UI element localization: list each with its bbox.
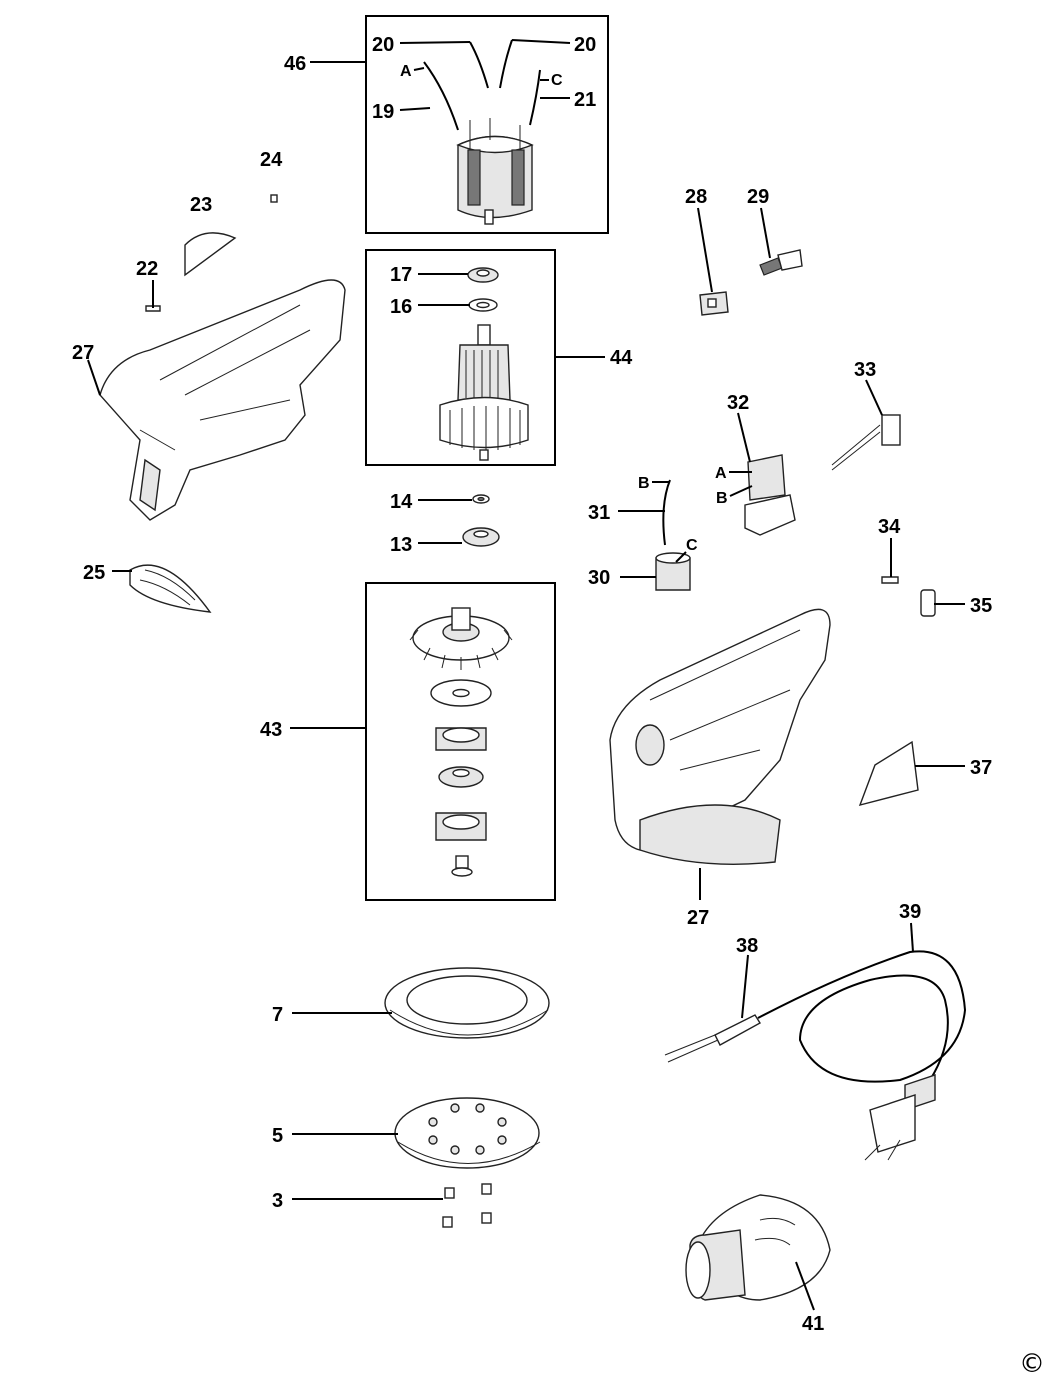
part-label-27-right: 27 bbox=[687, 907, 709, 929]
pin-24 bbox=[270, 194, 278, 203]
wire-letter-a-motor: A bbox=[400, 63, 412, 80]
wire-letter-c-switch: C bbox=[686, 537, 698, 554]
wire-letter-b-switch: B bbox=[716, 490, 728, 507]
part-label-41: 41 bbox=[802, 1313, 824, 1335]
part-label-34: 34 bbox=[878, 516, 901, 538]
part-label-39: 39 bbox=[899, 901, 921, 923]
part-label-30: 30 bbox=[588, 567, 610, 589]
part-label-43: 43 bbox=[260, 719, 282, 741]
part-label-20-left: 20 bbox=[372, 34, 394, 56]
part-label-32: 32 bbox=[727, 392, 749, 414]
carbon-brush-29 bbox=[759, 249, 803, 276]
part-label-22: 22 bbox=[136, 258, 158, 280]
wire-31 bbox=[662, 479, 671, 546]
part-label-7: 7 bbox=[272, 1004, 283, 1026]
bearing-13 bbox=[462, 527, 500, 547]
group-box-46 bbox=[365, 15, 609, 234]
part-label-21: 21 bbox=[574, 89, 596, 111]
housing-assembled bbox=[609, 608, 831, 865]
base-plate-7 bbox=[384, 967, 550, 1039]
copyright-mark: © bbox=[1019, 1349, 1045, 1379]
part-label-16: 16 bbox=[390, 296, 412, 318]
part-label-3: 3 bbox=[272, 1190, 283, 1212]
plate-washer bbox=[430, 679, 492, 707]
part-label-19: 19 bbox=[372, 101, 394, 123]
part-label-17: 17 bbox=[390, 264, 412, 286]
group-box-43 bbox=[365, 582, 556, 901]
part-label-20-right: 20 bbox=[574, 34, 596, 56]
bearing-43 bbox=[438, 766, 484, 788]
part-label-37: 37 bbox=[970, 757, 992, 779]
eccentric-screw bbox=[451, 855, 473, 877]
screw-22 bbox=[145, 305, 161, 312]
bearing-housing-upper bbox=[435, 727, 487, 751]
part-label-44: 44 bbox=[610, 347, 633, 369]
part-label-33: 33 bbox=[854, 359, 876, 381]
part-label-38: 38 bbox=[736, 935, 758, 957]
grip-25 bbox=[129, 564, 212, 613]
dust-bag-41 bbox=[685, 1194, 831, 1301]
washer-16 bbox=[468, 298, 498, 312]
brush-holder-28 bbox=[699, 291, 729, 316]
motor-wires bbox=[423, 39, 541, 131]
part-label-46: 46 bbox=[284, 53, 306, 75]
wire-letter-a-switch: A bbox=[715, 465, 727, 482]
part-label-23: 23 bbox=[190, 194, 212, 216]
clamp-35 bbox=[920, 589, 936, 617]
bearing-housing-lower bbox=[435, 812, 487, 841]
leader-lines bbox=[87, 39, 965, 1311]
housing-half-left bbox=[99, 279, 346, 521]
sanding-pad-5 bbox=[394, 1097, 541, 1169]
part-label-35: 35 bbox=[970, 595, 992, 617]
part-label-14: 14 bbox=[390, 491, 413, 513]
wire-letter-b-wire: B bbox=[638, 475, 650, 492]
part-label-25: 25 bbox=[83, 562, 105, 584]
bearing-17 bbox=[467, 267, 499, 283]
capacitor-33 bbox=[831, 414, 901, 471]
suppressor-30 bbox=[655, 552, 691, 591]
part-label-29: 29 bbox=[747, 186, 769, 208]
pad-screws-3 bbox=[442, 1183, 492, 1228]
fan bbox=[409, 607, 513, 670]
part-label-31: 31 bbox=[588, 502, 610, 524]
part-label-24: 24 bbox=[260, 149, 283, 171]
label-23-plate bbox=[184, 232, 237, 277]
switch-32 bbox=[744, 454, 796, 536]
power-cord bbox=[664, 950, 967, 1161]
part-label-5: 5 bbox=[272, 1125, 283, 1147]
stator-assembly bbox=[456, 118, 534, 225]
part-label-27-left: 27 bbox=[72, 342, 94, 364]
armature bbox=[439, 324, 529, 461]
part-label-28: 28 bbox=[685, 186, 707, 208]
part-label-13: 13 bbox=[390, 534, 412, 556]
screw-34 bbox=[881, 576, 899, 584]
washer-14 bbox=[472, 494, 490, 504]
wire-letter-c-motor: C bbox=[551, 72, 563, 89]
label-plate-37 bbox=[858, 740, 919, 807]
